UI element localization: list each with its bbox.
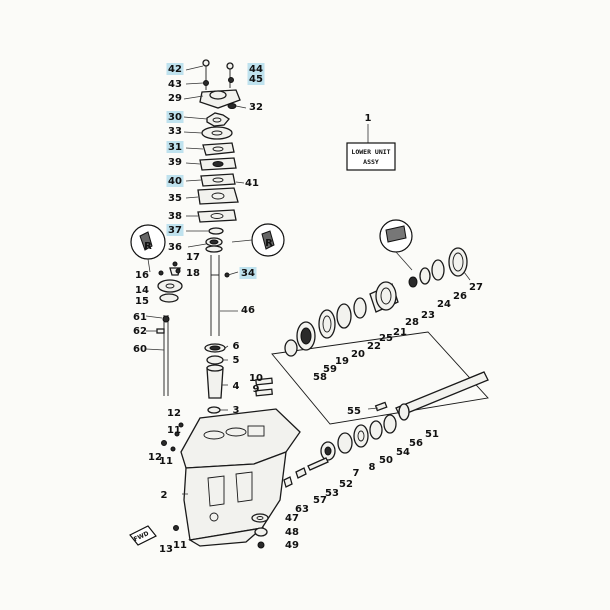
part-callout-14: 14 bbox=[135, 285, 149, 296]
part-callout-23: 23 bbox=[421, 310, 435, 321]
part-callout-16: 16 bbox=[135, 270, 149, 281]
part-callout-44: 44 bbox=[249, 64, 263, 75]
part-callout-63: 63 bbox=[295, 504, 309, 515]
part-callout-46: 46 bbox=[241, 305, 255, 316]
part-callout-2: 2 bbox=[161, 490, 168, 501]
propeller-shaft bbox=[251, 371, 489, 549]
part-callout-6: 6 bbox=[233, 341, 240, 352]
part-callout-4: 4 bbox=[233, 381, 240, 392]
leader-lines bbox=[145, 65, 471, 495]
part-callout-30: 30 bbox=[168, 112, 182, 123]
part-callout-35: 35 bbox=[168, 193, 182, 204]
part-callout-28: 28 bbox=[405, 317, 419, 328]
part-callout-27: 27 bbox=[469, 282, 483, 293]
callout-highlight bbox=[166, 141, 184, 153]
part-callout-49: 49 bbox=[285, 540, 299, 551]
part-callout-7: 7 bbox=[353, 468, 360, 479]
part-callout-58: 58 bbox=[313, 372, 327, 383]
part-callout-11: 11 bbox=[173, 540, 187, 551]
part-callout-18: 18 bbox=[186, 268, 200, 279]
part-callout-19: 19 bbox=[335, 356, 349, 367]
part-callout-59: 59 bbox=[323, 364, 337, 375]
r-detail-right: R bbox=[231, 223, 285, 257]
part-callout-11: 11 bbox=[159, 456, 173, 467]
forward-gear-train bbox=[284, 247, 468, 357]
part-callout-9: 9 bbox=[253, 384, 260, 395]
part-callout-56: 56 bbox=[409, 438, 423, 449]
part-callout-42: 42 bbox=[168, 64, 182, 75]
part-callout-48: 48 bbox=[285, 527, 299, 538]
lower-case: FWD bbox=[129, 408, 301, 547]
part-callout-45: 45 bbox=[249, 74, 263, 85]
part-callout-39: 39 bbox=[168, 157, 182, 168]
drive-shaft bbox=[161, 255, 273, 452]
part-callout-53: 53 bbox=[325, 488, 339, 499]
part-callout-31: 31 bbox=[168, 142, 182, 153]
part-callout-3: 3 bbox=[233, 405, 240, 416]
r-detail-left: R bbox=[130, 224, 166, 273]
part-callout-29: 29 bbox=[168, 93, 182, 104]
part-callout-22: 22 bbox=[367, 341, 381, 352]
part-callout-40: 40 bbox=[168, 176, 182, 187]
part-callout-34: 34 bbox=[241, 268, 255, 279]
assembly-box: LOWER UNIT ASSY bbox=[346, 124, 396, 171]
part-callout-32: 32 bbox=[249, 102, 263, 113]
part-callout-60: 60 bbox=[133, 344, 147, 355]
callout-highlight bbox=[166, 224, 184, 236]
part-callout-57: 57 bbox=[313, 495, 327, 506]
part-callout-51: 51 bbox=[425, 429, 439, 440]
callout-highlight bbox=[239, 267, 257, 279]
part-callout-15: 15 bbox=[135, 296, 149, 307]
callout-highlight bbox=[247, 63, 265, 75]
part-callout-36: 36 bbox=[168, 242, 182, 253]
assembly-box-line1: LOWER UNIT bbox=[351, 148, 390, 156]
part-callout-55: 55 bbox=[347, 406, 361, 417]
callout-highlight bbox=[166, 111, 184, 123]
assembly-box-line2: ASSY bbox=[363, 158, 379, 166]
part-callout-43: 43 bbox=[168, 79, 182, 90]
part-callout-21: 21 bbox=[393, 327, 407, 338]
part-callout-13: 13 bbox=[159, 544, 173, 555]
part-callout-11: 11 bbox=[167, 425, 181, 436]
part-callout-12: 12 bbox=[167, 408, 181, 419]
callout-highlight bbox=[166, 175, 184, 187]
part-callout-62: 62 bbox=[133, 326, 147, 337]
water-pump-stack bbox=[197, 59, 241, 253]
part-callout-50: 50 bbox=[379, 455, 393, 466]
callout-highlight bbox=[247, 73, 265, 85]
part-callout-26: 26 bbox=[453, 291, 467, 302]
assembly-number: 1 bbox=[365, 113, 372, 124]
part-callout-8: 8 bbox=[369, 462, 376, 473]
part-callout-52: 52 bbox=[339, 479, 353, 490]
part-callout-12: 12 bbox=[148, 452, 162, 463]
part-callout-25: 25 bbox=[379, 333, 393, 344]
svg-text:R: R bbox=[144, 241, 152, 252]
part-callout-47: 47 bbox=[285, 513, 299, 524]
svg-text:R: R bbox=[265, 238, 273, 249]
shim-detail bbox=[379, 219, 413, 271]
part-callout-17: 17 bbox=[186, 252, 200, 263]
part-callout-61: 61 bbox=[133, 312, 147, 323]
part-callout-33: 33 bbox=[168, 126, 182, 137]
part-callout-24: 24 bbox=[437, 299, 451, 310]
part-callout-10: 10 bbox=[249, 373, 263, 384]
left-small-parts bbox=[156, 261, 183, 396]
part-callout-38: 38 bbox=[168, 211, 182, 222]
part-callout-41: 41 bbox=[245, 178, 259, 189]
part-callout-54: 54 bbox=[396, 447, 410, 458]
part-callout-20: 20 bbox=[351, 349, 365, 360]
propshaft-box bbox=[271, 331, 489, 425]
callout-highlight bbox=[166, 63, 184, 75]
part-callout-37: 37 bbox=[168, 225, 182, 236]
part-callout-5: 5 bbox=[233, 355, 240, 366]
